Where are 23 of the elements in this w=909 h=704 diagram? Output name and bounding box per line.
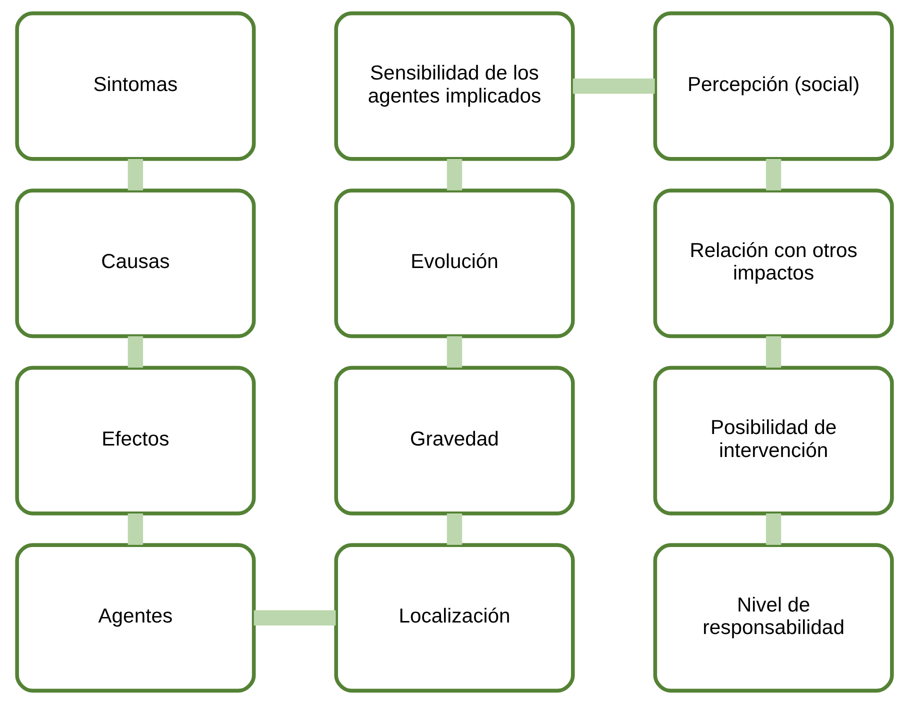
- connector: [572, 78, 655, 94]
- connector: [446, 336, 462, 368]
- connector: [446, 158, 462, 190]
- node-box: Causas: [15, 188, 256, 338]
- connector: [128, 158, 144, 190]
- node-box: Evolución: [334, 188, 575, 338]
- connector: [254, 610, 336, 626]
- connector: [446, 513, 462, 545]
- node-box: Gravedad: [334, 366, 575, 516]
- connector: [766, 158, 782, 190]
- node-box: Percepción (social): [653, 11, 894, 161]
- node-box: Posibilidad de intervención: [653, 366, 894, 516]
- node-box: Relación con otros impactos: [653, 188, 894, 338]
- node-box: Sintomas: [15, 11, 256, 161]
- connector: [128, 513, 144, 545]
- node-box: Agentes: [15, 543, 256, 693]
- node-box: Nivel de responsabilidad: [653, 543, 894, 693]
- connector: [766, 513, 782, 545]
- node-box: Efectos: [15, 366, 256, 516]
- connector: [128, 336, 144, 368]
- node-box: Localización: [334, 543, 575, 693]
- node-box: Sensibilidad de los agentes implicados: [334, 11, 575, 161]
- connector: [766, 336, 782, 368]
